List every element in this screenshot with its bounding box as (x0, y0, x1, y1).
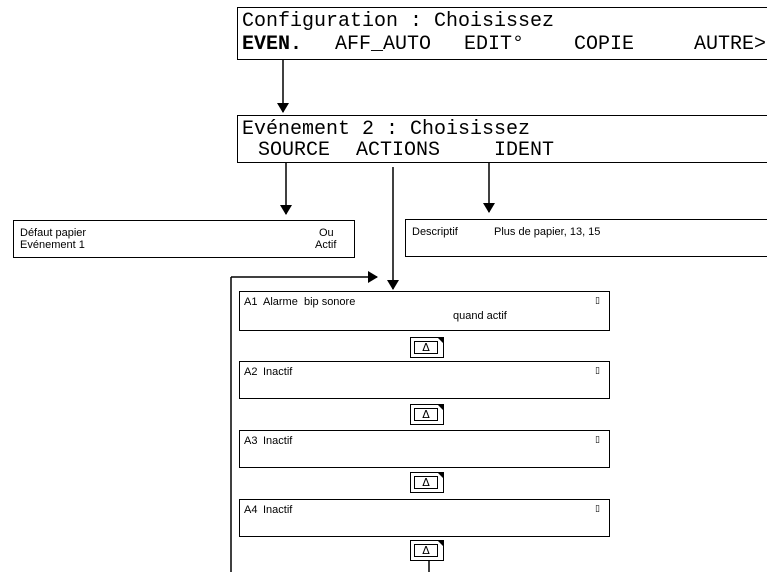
key-corner-icon (437, 472, 444, 479)
ident-panel: Descriptif Plus de papier, 13, 15 (405, 219, 767, 257)
action-a1-box[interactable]: A1 Alarme bip sonore quand actif ▯ (239, 291, 610, 331)
ident-value: Plus de papier, 13, 15 (494, 226, 601, 238)
event-title: Evénement 2 : Choisissez (242, 118, 531, 141)
menu-aff-auto[interactable]: AFF_AUTO (335, 33, 432, 56)
action-a2-id: A2 (244, 366, 258, 378)
config-screen: Configuration : Choisissez EVEN. AFF_AUT… (237, 7, 767, 60)
key-corner-icon (437, 540, 444, 547)
menu-ident[interactable]: IDENT (494, 139, 555, 162)
action-a2-text: Inactif (263, 366, 293, 378)
triangle-icon: Δ (414, 544, 438, 557)
action-a1-id: A1 (244, 296, 258, 308)
source-row-1-value: Ou (319, 227, 334, 239)
action-a4-key-button[interactable]: Δ (410, 540, 444, 561)
action-a3-key-button[interactable]: Δ (410, 472, 444, 493)
config-title: Configuration : Choisissez (242, 10, 555, 33)
menu-actions[interactable]: ACTIONS (356, 139, 441, 162)
ident-label: Descriptif (412, 226, 458, 238)
action-a2-key-button[interactable]: Δ (410, 404, 444, 425)
key-corner-icon (437, 404, 444, 411)
source-panel: Défaut papier Ou Evénement 1 Actif (13, 220, 355, 258)
action-a3-box[interactable]: A3 Inactif ▯ (239, 430, 610, 468)
menu-copie[interactable]: COPIE (574, 33, 635, 56)
key-corner-icon (437, 337, 444, 344)
event-screen: Evénement 2 : Choisissez SOURCE ACTIONS … (237, 115, 767, 163)
source-row-1-label: Défaut papier (20, 227, 87, 239)
action-a1-detail: quand actif (453, 310, 507, 322)
action-a3-id: A3 (244, 435, 258, 447)
action-a2-corner-icon: ▯ (595, 366, 600, 376)
triangle-icon: Δ (414, 341, 438, 354)
menu-even[interactable]: EVEN. (242, 33, 303, 56)
source-row-2-label: Evénement 1 (20, 239, 85, 251)
source-row-2-value: Actif (315, 239, 337, 251)
action-a4-id: A4 (244, 504, 258, 516)
menu-source[interactable]: SOURCE (258, 139, 331, 162)
action-a3-corner-icon: ▯ (595, 435, 600, 445)
menu-autre[interactable]: AUTRE> (694, 33, 767, 56)
menu-edit[interactable]: EDIT° (464, 33, 525, 56)
action-a4-text: Inactif (263, 504, 293, 516)
action-a1-corner-icon: ▯ (595, 296, 600, 306)
action-a1-text: Alarme bip sonore (263, 296, 356, 308)
triangle-icon: Δ (414, 408, 438, 421)
action-a1-key-button[interactable]: Δ (410, 337, 444, 358)
triangle-icon: Δ (414, 476, 438, 489)
action-a3-text: Inactif (263, 435, 293, 447)
action-a4-box[interactable]: A4 Inactif ▯ (239, 499, 610, 537)
action-a4-corner-icon: ▯ (595, 504, 600, 514)
action-a2-box[interactable]: A2 Inactif ▯ (239, 361, 610, 399)
